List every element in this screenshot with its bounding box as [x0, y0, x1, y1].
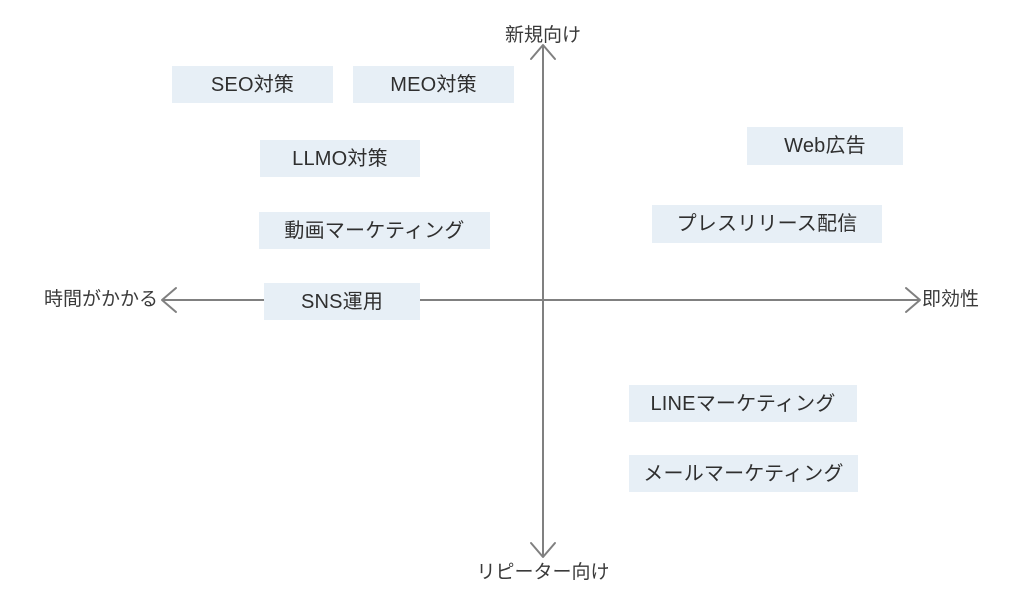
item-box[interactable]: プレスリリース配信 — [652, 205, 882, 243]
axis-label-bottom: リピーター向け — [476, 562, 610, 583]
item-box[interactable]: MEO対策 — [353, 66, 514, 103]
x-axis-right-arrow-icon — [905, 287, 921, 313]
item-box[interactable]: LLMO対策 — [260, 140, 420, 177]
item-box[interactable]: Web広告 — [747, 127, 903, 165]
item-box[interactable]: SNS運用 — [264, 283, 420, 320]
item-box[interactable]: 動画マーケティング — [259, 212, 490, 249]
item-box[interactable]: LINEマーケティング — [629, 385, 857, 422]
item-box[interactable]: SEO対策 — [172, 66, 333, 103]
y-axis-down-arrow-icon — [530, 542, 556, 558]
y-axis-up-arrow-icon — [530, 44, 556, 60]
axis-label-right: 即効性 — [922, 289, 980, 310]
axis-label-top: 新規向け — [504, 25, 582, 46]
x-axis-left-arrow-icon — [161, 287, 177, 313]
axis-label-left: 時間がかかる — [43, 289, 158, 310]
item-box[interactable]: メールマーケティング — [629, 455, 858, 492]
